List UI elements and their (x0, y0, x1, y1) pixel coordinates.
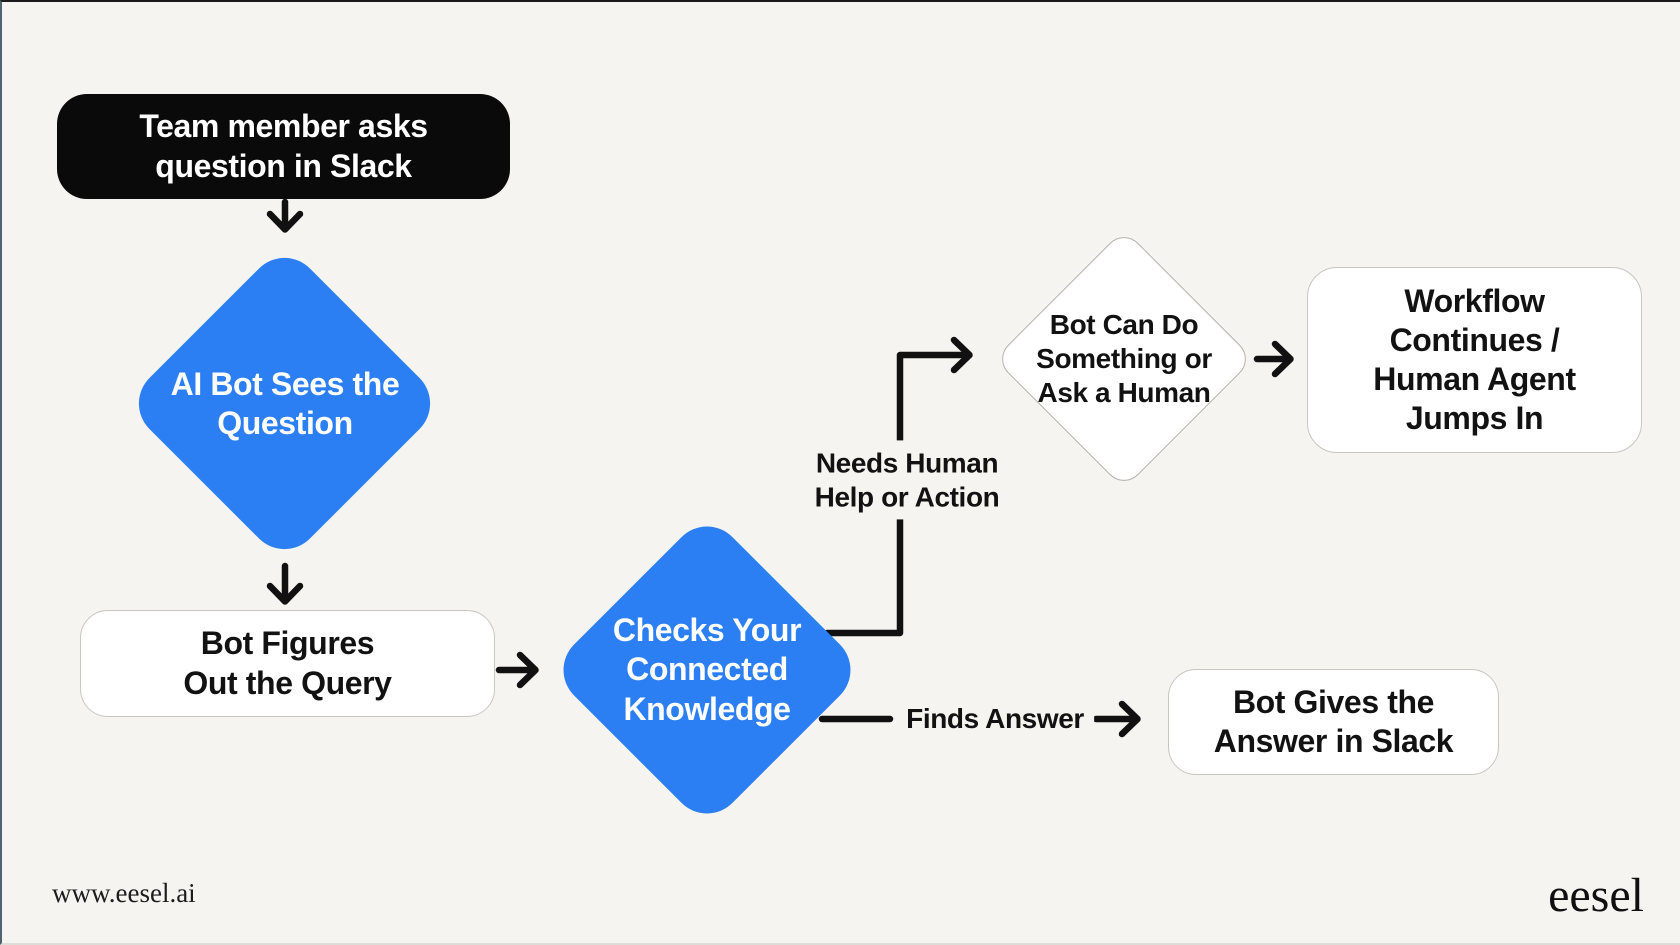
node-label: Checks Your Connected Knowledge (612, 612, 802, 727)
node-bot-figures-query: Bot Figures Out the Query (80, 610, 495, 717)
connector-ai-sees-to-figures (266, 562, 304, 605)
node-label: Bot Figures Out the Query (183, 625, 392, 701)
node-bot-can-do-or-ask-human: Bot Can Do Something or Ask a Human (993, 228, 1255, 490)
node-bot-gives-answer: Bot Gives the Answer in Slack (1168, 669, 1499, 775)
edge-label-finds-answer: Finds Answer (896, 700, 1094, 738)
node-label: Bot Gives the Answer in Slack (1213, 683, 1454, 759)
arrowhead-right-icon (516, 651, 539, 689)
arrowhead-down-icon (266, 210, 304, 233)
arrowhead-down-icon (266, 582, 304, 605)
footer-website-url: www.eesel.ai (52, 878, 196, 908)
node-workflow-continues: Workflow Continues / Human Agent Jumps I… (1307, 267, 1642, 453)
node-checks-connected-knowledge: Checks Your Connected Knowledge (548, 511, 866, 829)
connector-start-to-ai-sees (266, 198, 304, 233)
eesel-logo: eesel (1548, 869, 1644, 922)
node-label: Team member asks question in Slack (139, 108, 428, 184)
connector-decision-to-workflow (1253, 340, 1294, 378)
arrowhead-right-icon (1118, 700, 1141, 738)
node-label: Bot Can Do Something or Ask a Human (1036, 308, 1212, 409)
connector-figures-to-checks (495, 651, 539, 689)
node-label: Workflow Continues / Human Agent Jumps I… (1373, 282, 1576, 437)
node-label: AI Bot Sees the Question (170, 365, 400, 441)
node-ai-bot-sees-question: AI Bot Sees the Question (123, 242, 446, 565)
connector-checks-to-answer (818, 700, 1141, 738)
edge-label-needs-human-help: Needs Human Help or Action (808, 440, 1006, 520)
arrowhead-right-icon (1271, 340, 1294, 378)
node-team-member-asks: Team member asks question in Slack (57, 94, 510, 199)
arrowhead-right-icon (950, 336, 973, 374)
